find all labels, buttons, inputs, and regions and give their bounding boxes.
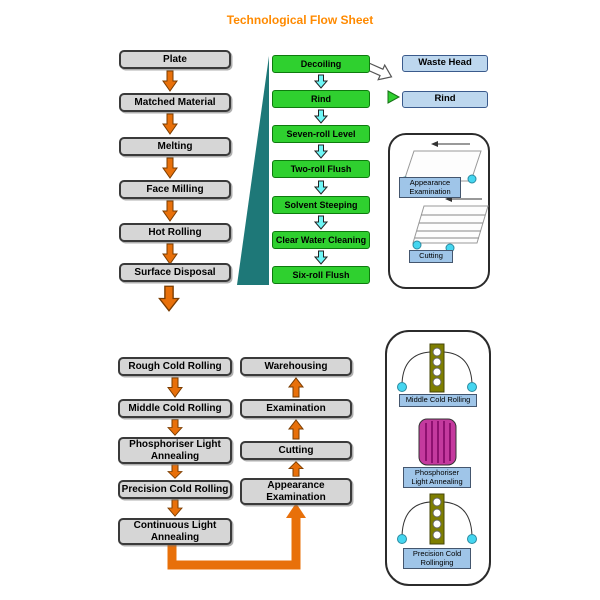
down-arrow-icon xyxy=(167,377,183,398)
down-arrow-icon xyxy=(162,157,178,179)
precision-cold-rolling-illustration xyxy=(397,493,477,545)
panel-label-cutting: Cutting xyxy=(409,250,453,263)
down-arrow-icon xyxy=(167,499,183,517)
cyan-down-arrow-icon xyxy=(313,215,329,230)
flow-node-waste-head: Waste Head xyxy=(402,55,488,72)
cyan-down-arrow-icon xyxy=(313,180,329,195)
connector-arrowhead xyxy=(286,503,306,518)
flow-node-solvent-steeping: Solvent Steeping xyxy=(272,196,370,214)
cyan-down-arrow-icon xyxy=(313,250,329,265)
middle-cold-rolling-illustration xyxy=(397,343,477,393)
flow-node-precision-cold-rolling: Precision Cold Rolling xyxy=(118,480,232,499)
flow-node-warehousing: Warehousing xyxy=(240,357,352,376)
flow-node-rind: Rind xyxy=(272,90,370,108)
flow-node-two-roll-flush: Two-roll Flush xyxy=(272,160,370,178)
down-arrow-icon xyxy=(158,285,180,312)
down-arrow-icon xyxy=(167,464,183,479)
up-arrow-icon xyxy=(287,461,305,477)
flow-node-cutting: Cutting xyxy=(240,441,352,460)
cyan-down-arrow-icon xyxy=(313,74,329,89)
up-arrow-icon xyxy=(287,377,305,398)
flow-node-phosphoriser-light-annealing: Phosphoriser Light Annealing xyxy=(118,437,232,464)
flow-node-matched-material: Matched Material xyxy=(119,93,231,112)
flow-node-rough-cold-rolling: Rough Cold Rolling xyxy=(118,357,232,376)
flow-node-face-milling: Face Milling xyxy=(119,180,231,199)
green-arrow-icon xyxy=(387,90,401,104)
flow-node-plate: Plate xyxy=(119,50,231,69)
flow-node-middle-cold-rolling: Middle Cold Rolling xyxy=(118,399,232,418)
cyan-down-arrow-icon xyxy=(313,144,329,159)
flow-node-decoiling: Decoiling xyxy=(272,55,370,73)
down-arrow-icon xyxy=(162,113,178,135)
connector-path xyxy=(167,516,301,570)
flow-node-continuous-light-annealing: Continuous Light Annealing xyxy=(118,518,232,545)
panel-label-precision-cold-rollinging: Precision Cold Rollinging xyxy=(403,548,471,570)
down-arrow-icon xyxy=(162,243,178,265)
down-arrow-icon xyxy=(162,200,178,222)
panel-label-middle-cold-rolling: Middle Cold Rolling xyxy=(399,394,477,407)
teal-wedge xyxy=(237,56,269,285)
cyan-down-arrow-icon xyxy=(313,109,329,124)
flow-node-appearance-examination: Appearance Examination xyxy=(240,478,352,505)
flow-node-melting: Melting xyxy=(119,137,231,156)
flow-node-hot-rolling: Hot Rolling xyxy=(119,223,231,242)
panel-label-phosphoriser-light-annealing: Phosphoriser Light Annealing xyxy=(403,467,471,489)
phosphoriser-illustration xyxy=(418,418,457,466)
flow-node-examination: Examination xyxy=(240,399,352,418)
down-arrow-icon xyxy=(167,419,183,436)
page-title: Technological Flow Sheet xyxy=(226,13,374,27)
panel-label-appearance-examination: Appearance Examination xyxy=(399,177,461,199)
flow-node-rind-side: Rind xyxy=(402,91,488,108)
flow-node-surface-disposal: Surface Disposal xyxy=(119,263,231,282)
up-arrow-icon xyxy=(287,419,305,440)
flow-node-seven-roll-level: Seven-roll Level xyxy=(272,125,370,143)
cutting-illustration xyxy=(412,196,489,253)
flow-node-six-roll-flush: Six-roll Flush xyxy=(272,266,370,284)
flow-node-clear-water-cleaning: Clear Water Cleaning xyxy=(272,231,370,249)
down-arrow-icon xyxy=(162,70,178,92)
